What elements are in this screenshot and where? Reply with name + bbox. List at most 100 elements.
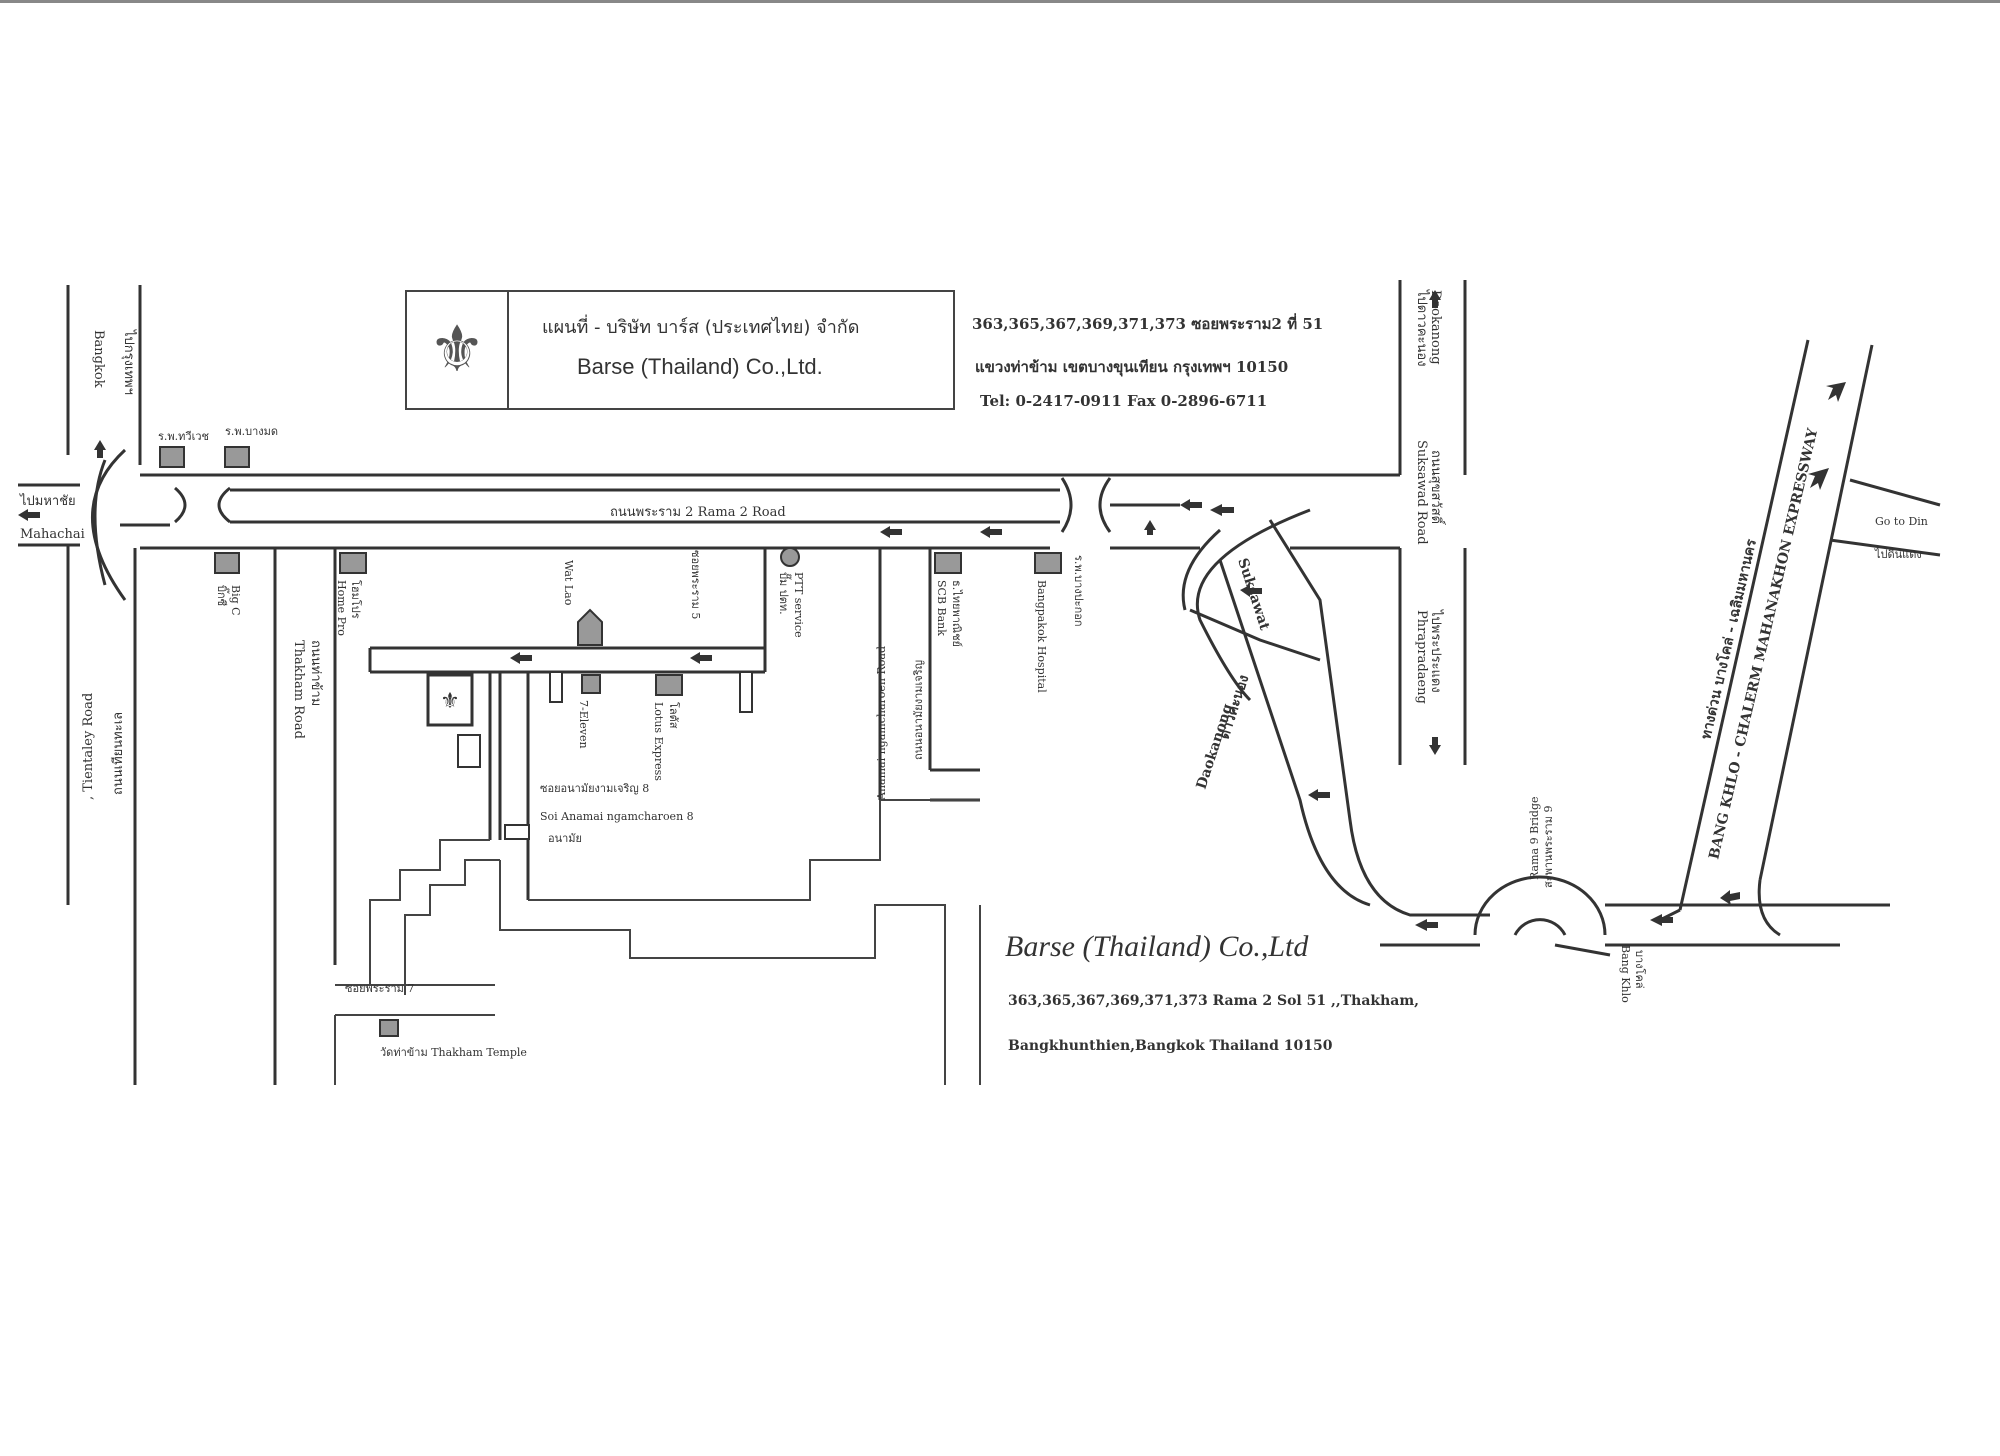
- expressway: [1758, 344, 1874, 881]
- dao-khanong-road: [1195, 508, 1311, 702]
- road-curve: [91, 448, 127, 601]
- arrow-left-icon: [880, 526, 902, 538]
- building: [739, 671, 753, 713]
- label-tha-kham-road: Thakham Road: [291, 640, 306, 739]
- fleur-de-lis-icon: ⚜: [407, 292, 509, 408]
- label-tientaley-road: , Tientaley Road: [81, 693, 96, 800]
- arrow-left-icon: [510, 652, 532, 664]
- label-rama2-road: ถนนพระราม 2 Rama 2 Road: [610, 505, 786, 520]
- wat-lao-marker: [577, 608, 603, 646]
- arrow-left-icon: [690, 652, 712, 664]
- header-address-line2: แขวงท่าข้าม เขตบางขุนเทียน กรุงเทพฯ 1015…: [975, 358, 1289, 376]
- factory-gate: [504, 824, 530, 840]
- label-bangkok: Bangkok: [91, 330, 106, 388]
- company-name-english: Barse (Thailand) Co.,Ltd.: [577, 354, 823, 379]
- label-bang-khlo: Bang Khlo: [1619, 945, 1632, 1003]
- factory-logo-icon: ⚜: [440, 689, 460, 714]
- arrow-left-icon: [1240, 585, 1262, 597]
- arrow-left-icon: [980, 526, 1002, 538]
- scb-bank-marker: [934, 552, 962, 574]
- arrow-down-icon: [1826, 382, 1846, 402]
- label-tha-kham-thai: ถนนท่าข้าม: [308, 640, 323, 706]
- label-home-pro: Home Pro: [335, 580, 348, 636]
- ptt-station-icon: [780, 547, 800, 567]
- label-suksawad-road: Suksawad Road: [1414, 440, 1429, 545]
- landmark-marker: [224, 446, 250, 468]
- arrow-left-icon: [1415, 919, 1438, 931]
- footer-address-line1: 363,365,367,369,371,373 Rama 2 Sol 51 ,,…: [1008, 993, 1420, 1009]
- label-big-c-thai: บิ๊กซี: [215, 585, 230, 607]
- arrow-left-icon: [1650, 914, 1673, 926]
- factory-annex: [457, 734, 481, 768]
- arrow-down-icon: [1429, 737, 1441, 755]
- lotus-marker: [655, 674, 683, 696]
- label-bangpakok-hospital: Bangpakok Hospital: [1035, 580, 1048, 693]
- header-contact: Tel: 0-2417-0911 Fax 0-2896-6711: [980, 392, 1268, 410]
- label-bangkok-thai: ไปกรุงเทพฯ: [121, 329, 137, 395]
- label-to-phrapradaeng-thai: ไปพระประแดง: [1428, 609, 1444, 693]
- label-soi-anamai: Soi Anamai ngamcharoen 8: [540, 810, 694, 823]
- expressway-curve: [1757, 879, 1781, 937]
- u-turn-curve: [1098, 477, 1112, 533]
- road-curve: [1218, 559, 1371, 907]
- road-curve: [93, 459, 107, 586]
- seven-eleven-marker: [581, 674, 601, 694]
- label-ptt-thai: ปั๊ม ปตท.: [777, 572, 792, 615]
- label-tha-kham-temple: วัดท่าข้าม Thakham Temple: [380, 1046, 527, 1059]
- header-address-line1: 363,365,367,369,371,373 ซอยพระราม2 ที่ 5…: [972, 315, 1324, 333]
- label-scb-thai: ธ.ไทยพาณิชย์: [950, 580, 963, 647]
- road-segment: [1829, 538, 1941, 557]
- big-c-marker: [214, 552, 240, 574]
- road-segment: [1189, 608, 1321, 662]
- home-pro-marker: [339, 552, 367, 574]
- arrow-left-icon: [1720, 890, 1740, 905]
- label-soi-anamai-thai: ซอยอนามัยงามเจริญ 8: [540, 782, 649, 795]
- expressway: [1678, 339, 1810, 911]
- label-wat-lao: Wat Lao: [562, 560, 575, 606]
- boundary-line: [499, 860, 946, 1085]
- road-segment: [1554, 943, 1611, 957]
- label-lotus: Lotus Express: [652, 702, 665, 781]
- boundary-line: [404, 859, 500, 995]
- arrow-left-icon: [1180, 499, 1202, 511]
- label-home-pro-thai: โฮมโปร: [349, 580, 363, 619]
- label-go-to-din-thai: ไปดินแดง: [1874, 548, 1922, 561]
- arrow-left-icon: [1210, 504, 1234, 516]
- arrow-left-icon: [18, 509, 40, 521]
- label-tientaley-thai: ถนนเทียนทะเล: [110, 712, 126, 795]
- landmark-marker: [159, 446, 185, 468]
- footer-company-title: Barse (Thailand) Co.,Ltd: [1005, 930, 1309, 963]
- label-soi-anamai-2: อนามัย: [548, 832, 582, 845]
- boundary-line: [528, 800, 881, 901]
- u-turn-curve: [173, 486, 187, 524]
- direction-arrows: [18, 290, 1441, 755]
- u-turn-curve: [217, 486, 231, 524]
- label-landmark: ร.พ.บางมด: [225, 425, 278, 438]
- right-direction-arrows: [1210, 382, 1846, 931]
- arrow-down-icon: [1144, 520, 1156, 535]
- top-border: [0, 0, 2000, 3]
- label-dao-khanong: Daokanong: [1428, 290, 1443, 365]
- label-mahachai-thai: ไปมหาชัย: [19, 493, 76, 509]
- road-curve: [1181, 528, 1221, 611]
- suksawat-road: [1268, 519, 1490, 917]
- boundary-line: [335, 839, 490, 986]
- barse-factory-building: [426, 673, 474, 727]
- label-sutha-soi: ซอยพระราม 5: [689, 550, 702, 619]
- arrow-up-icon: [94, 440, 106, 458]
- road-segment: [1849, 478, 1941, 507]
- label-ptt-service: PTT service: [792, 572, 805, 638]
- arrow-down-icon: [1808, 468, 1829, 490]
- company-logo-box: ⚜ แผนที่ - บริษัท บาร์ส (ประเทศไทย) จำกั…: [405, 290, 955, 410]
- label-go-to-din: Go to Din: [1875, 515, 1928, 528]
- arrow-left-icon: [1308, 789, 1330, 801]
- company-name-thai: แผนที่ - บริษัท บาร์ส (ประเทศไทย) จำกัด: [542, 317, 860, 338]
- temple-marker: [379, 1019, 399, 1037]
- rama9-bridge: [1513, 918, 1567, 936]
- label-anamai-road-thai: ถนนอนามัยงามเจริญ: [912, 660, 925, 760]
- label-bangpakok-thai: ร.พ.บางปะกอก: [1072, 555, 1085, 627]
- arrow-up-icon: [1429, 290, 1441, 308]
- rama9-bridge: [1473, 875, 1607, 936]
- label-phrapradaeng: Phrapradaeng: [1414, 610, 1429, 704]
